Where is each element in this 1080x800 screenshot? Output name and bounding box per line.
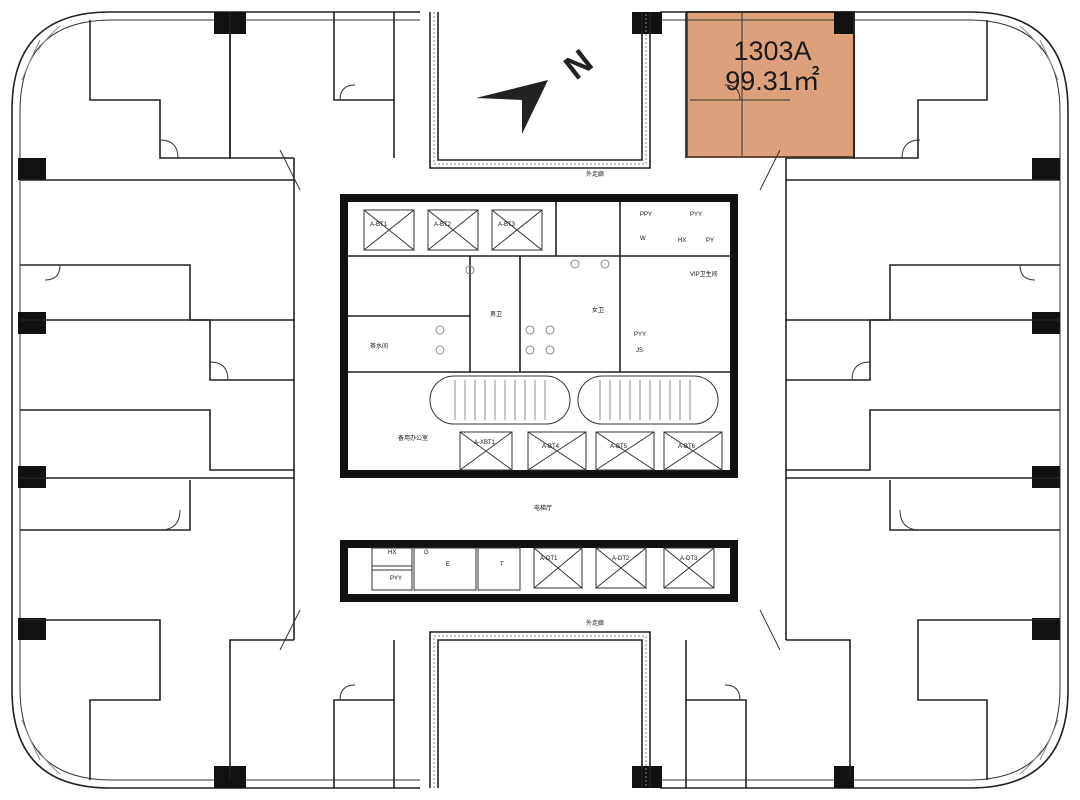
unit-id: 1303A — [733, 36, 812, 66]
shaft-label-e: E — [446, 562, 450, 568]
elevator-label-dt3: A-DT3 — [680, 556, 698, 562]
corridor-label-bottom: 外走廊 — [586, 619, 604, 627]
elevator-label-bt4: A-BT4 — [542, 444, 560, 450]
central-core — [340, 194, 738, 602]
shaft-label-pyy-3: PYY — [390, 576, 402, 582]
elevator-label-dt2: A-DT2 — [612, 556, 630, 562]
shaft-label-pyy-2: PYY — [634, 332, 646, 338]
north-arrow-icon: N — [476, 42, 600, 134]
elevator-label-bt1: A-BT1 — [370, 222, 388, 228]
office-partitions — [20, 12, 1060, 788]
office-label: 备用办公室 — [398, 434, 428, 442]
tea-room-label: 茶水间 — [370, 342, 388, 350]
shaft-label-pyy: PYY — [690, 212, 702, 218]
unit-area: 99.31㎡ — [725, 66, 820, 96]
elevator-label-bt5: A-BT5 — [610, 444, 628, 450]
shaft-label-w: W — [640, 236, 646, 242]
lobby-label: 电梯厅 — [534, 504, 552, 512]
shaft-label-hx: HX — [678, 238, 686, 244]
vip-label: VIP卫生间 — [690, 270, 718, 278]
structural-columns — [18, 12, 1060, 788]
elevator-label-bt2: A-BT2 — [434, 222, 452, 228]
elevator-label-xbt1: A-XBT1 — [474, 440, 496, 446]
women-wc-label: 女卫 — [592, 306, 604, 314]
corridor-label-top: 外走廊 — [586, 170, 604, 178]
elevator-label-bt6: A-BT6 — [678, 444, 696, 450]
shaft-label-t: T — [500, 562, 504, 568]
core-labels: 电梯厅 男卫 女卫 茶水间 备用办公室 外走廊 外走廊 VIP卫生间 A-BT1… — [370, 170, 718, 627]
north-label: N — [557, 42, 600, 87]
shaft-label-py: PY — [706, 238, 714, 244]
shaft-label-g: G — [424, 550, 429, 556]
unit-label: 1303A 99.31㎡ — [690, 36, 855, 96]
shaft-label-ppy: PPY — [640, 212, 652, 218]
fire-stair-shafts — [279, 12, 781, 788]
shaft-label-hx-2: HX — [388, 550, 396, 556]
shaft-label-js: JS — [636, 348, 643, 354]
elevator-label-bt3: A-BT3 — [498, 222, 516, 228]
unit-1303a-highlight[interactable] — [686, 11, 855, 158]
building-outline — [11, 11, 1069, 789]
elevator-label-dt1: A-DT1 — [540, 556, 558, 562]
men-wc-label: 男卫 — [490, 311, 502, 318]
